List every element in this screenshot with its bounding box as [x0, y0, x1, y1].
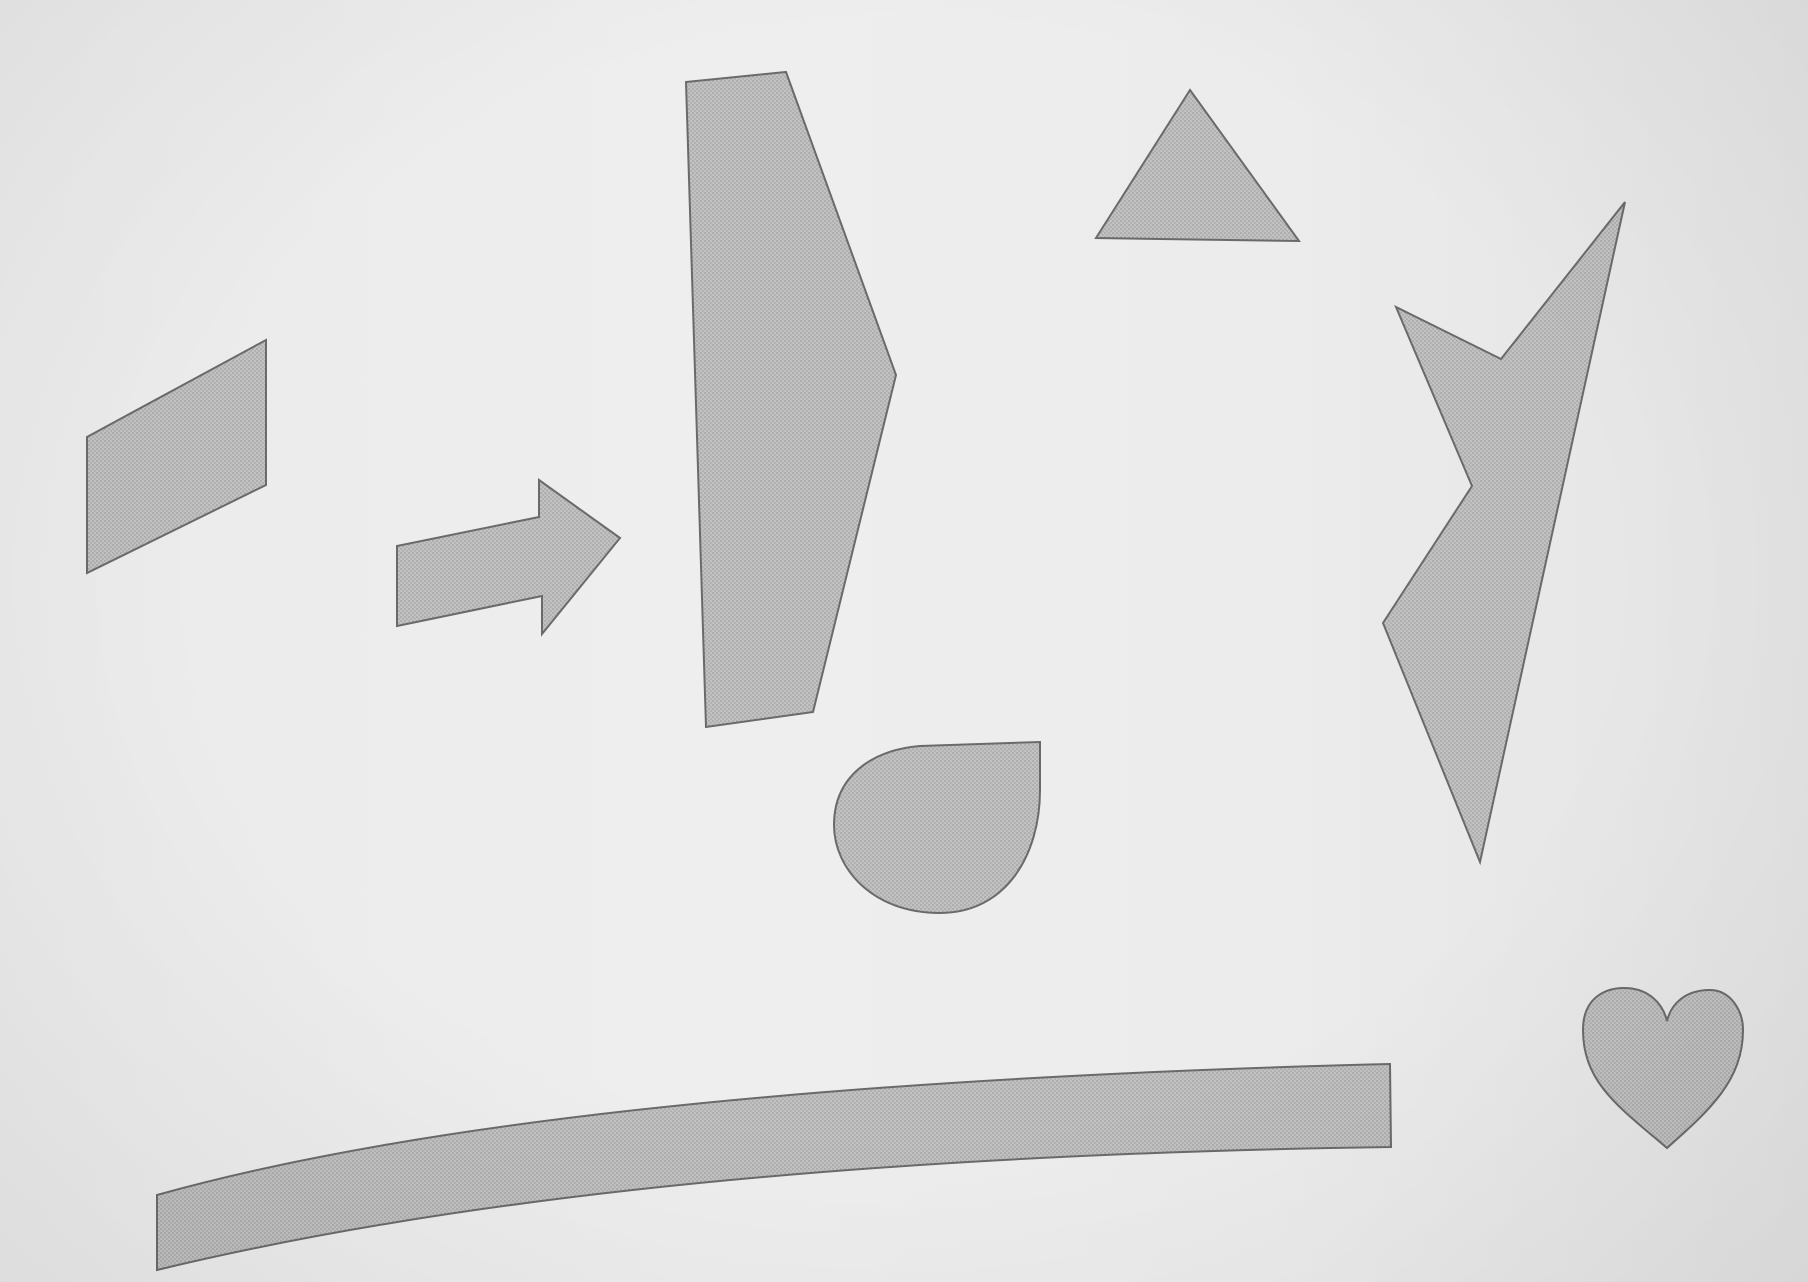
- jagged-star-polygon-shape: [1381, 201, 1626, 866]
- curved-band-shape: [156, 1062, 1393, 1272]
- heart-shape: [1581, 986, 1745, 1150]
- shape-layer: [86, 70, 1745, 1272]
- triangle-shape: [1094, 88, 1301, 243]
- parallelogram-shape: [86, 338, 267, 575]
- teardrop-shape: [832, 740, 1041, 915]
- tall-pentagon-shape: [684, 70, 898, 729]
- arrow-shape: [396, 478, 622, 637]
